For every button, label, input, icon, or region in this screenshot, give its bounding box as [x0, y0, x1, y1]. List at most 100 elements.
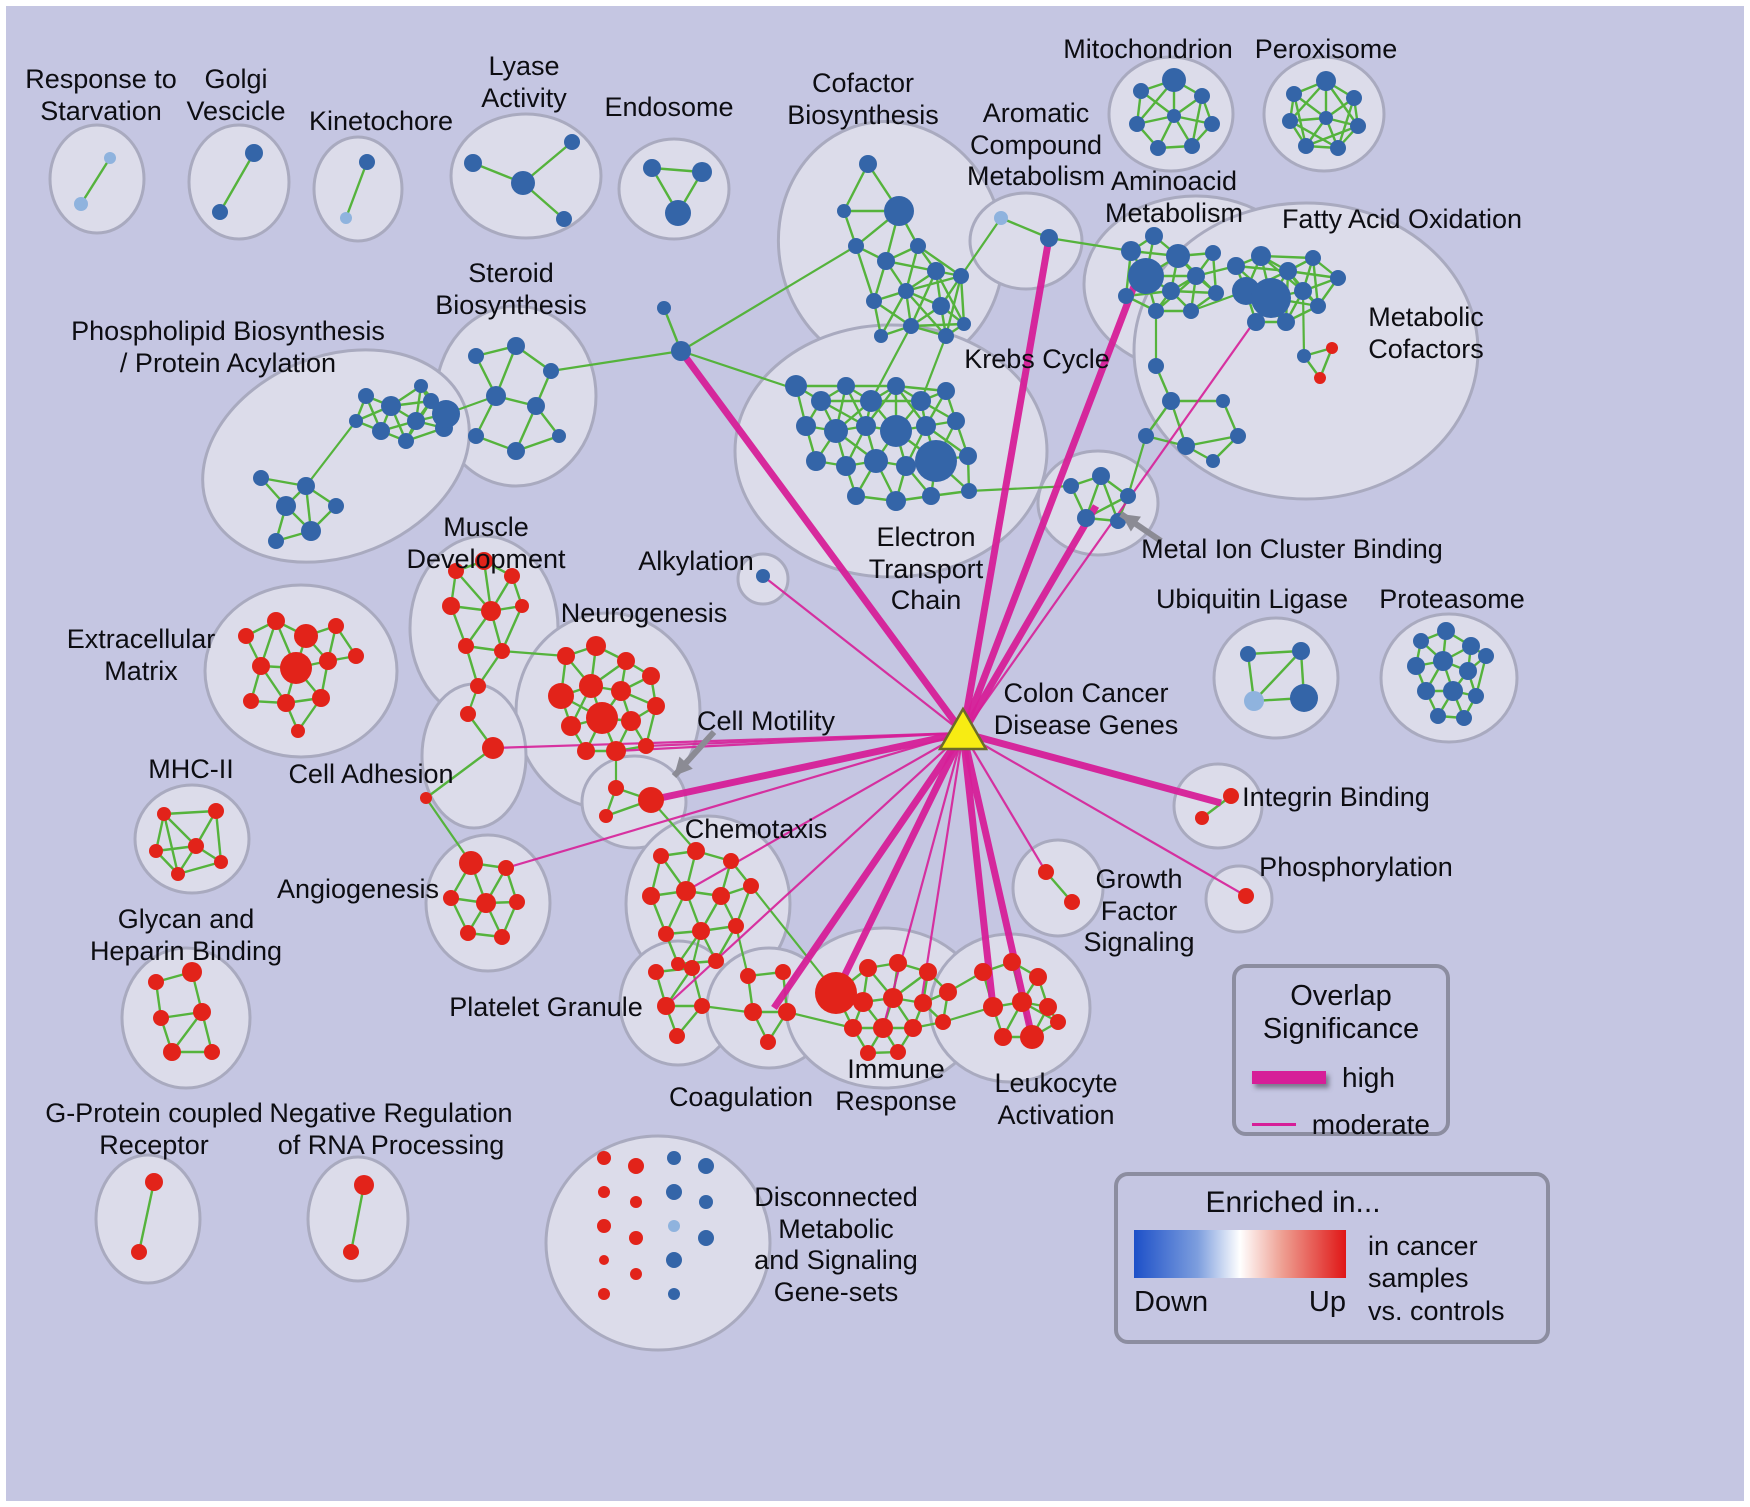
- gene-set-node: [1177, 437, 1195, 455]
- gene-set-edge: [218, 152, 256, 213]
- gene-set-node: [599, 1255, 609, 1265]
- gene-set-node: [1003, 953, 1021, 971]
- gene-set-node: [1064, 894, 1080, 910]
- gene-set-node: [459, 851, 483, 875]
- gene-set-node: [398, 433, 414, 449]
- gene-set-node: [959, 447, 977, 465]
- gene-set-node: [193, 1003, 211, 1021]
- gene-set-edge: [919, 335, 948, 402]
- enrichment-legend: Enriched in... Down Up in cancer samples…: [1114, 1172, 1550, 1344]
- gene-set-edge: [177, 860, 222, 876]
- gene-set-node: [728, 918, 744, 934]
- gene-set-node: [847, 487, 865, 505]
- gene-set-node: [253, 470, 269, 486]
- gene-set-node: [556, 211, 572, 227]
- gene-set-node: [642, 887, 660, 905]
- gene-set-node: [188, 838, 204, 854]
- moderate-significance-edge: [505, 731, 964, 870]
- gene-set-node: [1020, 1025, 1044, 1049]
- gene-set-node: [1314, 372, 1326, 384]
- gene-set-node: [1292, 642, 1310, 660]
- gene-set-node: [153, 1010, 169, 1026]
- gene-set-node: [1407, 657, 1425, 675]
- moderate-significance-edge: [962, 732, 1247, 897]
- gene-set-node: [698, 1158, 714, 1174]
- gene-set-node: [204, 1044, 220, 1060]
- gene-set-node: [939, 983, 957, 1001]
- gene-set-node: [267, 612, 285, 630]
- gene-set-node: [811, 391, 831, 411]
- gene-set-node: [74, 197, 88, 211]
- gene-set-node: [475, 552, 493, 570]
- gene-set-node: [643, 159, 661, 177]
- gene-set-node: [1294, 282, 1312, 300]
- gene-set-node: [1077, 509, 1095, 527]
- high-significance-edge: [771, 731, 966, 1010]
- gene-set-node: [1184, 138, 1200, 154]
- gene-set-node: [1240, 646, 1256, 662]
- gene-set-edge: [500, 605, 524, 652]
- gene-set-node: [1443, 681, 1463, 701]
- gene-set-node: [653, 848, 669, 864]
- gene-set-node: [359, 154, 375, 170]
- gene-set-node: [708, 953, 724, 969]
- overlap-significance-legend: Overlap Significance high moderate: [1232, 964, 1450, 1140]
- cluster-ellipse: [544, 1134, 772, 1352]
- gene-set-edge: [550, 349, 682, 373]
- gene-set-node: [349, 414, 363, 428]
- gene-set-node: [599, 809, 613, 823]
- gene-set-node: [252, 657, 270, 675]
- gene-set-node: [1238, 888, 1254, 904]
- high-significance-row: high: [1252, 1062, 1430, 1094]
- gene-set-edge: [905, 290, 947, 337]
- gene-set-node: [597, 1219, 611, 1233]
- gene-set-node: [301, 521, 321, 541]
- gene-set-node: [280, 652, 312, 684]
- gene-set-node: [507, 442, 525, 460]
- gene-set-node: [684, 960, 700, 976]
- gene-set-node: [1413, 633, 1429, 649]
- gene-set-node: [1194, 88, 1210, 104]
- gene-set-edge: [349, 1184, 366, 1253]
- gene-set-node: [1437, 622, 1455, 640]
- gene-set-node: [1330, 140, 1346, 156]
- gene-set-node: [657, 997, 675, 1015]
- gene-set-node: [1297, 349, 1311, 363]
- gene-set-node: [1205, 245, 1221, 261]
- gene-set-edge: [214, 810, 223, 863]
- gene-set-node: [665, 200, 691, 226]
- gene-set-node: [1227, 257, 1245, 275]
- gene-set-node: [699, 1195, 713, 1209]
- gene-set-node: [853, 992, 873, 1012]
- gene-set-node: [657, 301, 671, 315]
- gene-set-node: [648, 964, 664, 980]
- gene-set-node: [407, 412, 425, 430]
- gene-set-node: [890, 1044, 906, 1060]
- gene-set-node: [214, 855, 228, 869]
- gene-set-node: [577, 742, 595, 760]
- gene-set-node: [104, 152, 116, 164]
- gene-set-node: [1456, 710, 1472, 726]
- gene-set-node: [1145, 227, 1163, 245]
- gene-set-node: [212, 204, 228, 220]
- gene-set-node: [238, 628, 254, 644]
- gene-set-node: [1478, 648, 1494, 664]
- gene-set-node: [1277, 313, 1295, 331]
- cluster-ellipse: [1036, 449, 1160, 557]
- gene-set-node: [667, 1151, 681, 1165]
- cluster-ellipse: [420, 682, 528, 830]
- gene-set-node: [598, 1186, 610, 1198]
- gene-set-node: [953, 268, 969, 284]
- moderate-significance-row: moderate: [1252, 1109, 1430, 1141]
- gene-set-node: [458, 638, 474, 654]
- gene-set-node: [1039, 998, 1057, 1016]
- gene-set-node: [291, 724, 305, 738]
- overlap-legend-title: Overlap Significance: [1262, 980, 1420, 1046]
- gene-set-node: [586, 702, 618, 734]
- moderate-significance-line-sample: [1252, 1123, 1296, 1127]
- gene-set-node: [848, 238, 864, 254]
- high-significance-edge: [959, 504, 1100, 735]
- gene-set-node: [743, 878, 759, 894]
- gene-set-node: [1462, 637, 1480, 655]
